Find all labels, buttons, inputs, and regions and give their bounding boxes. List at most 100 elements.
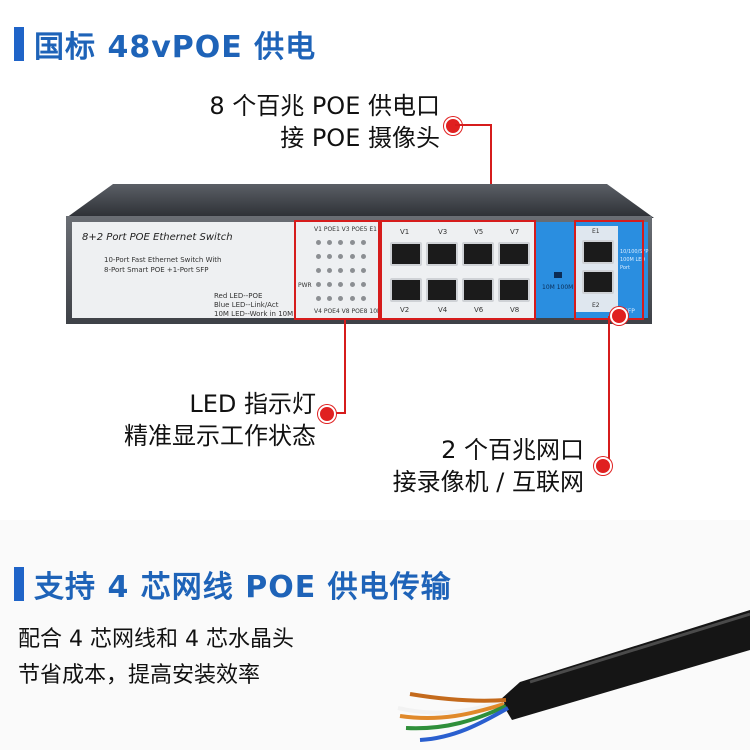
heading-bottom-bar (14, 567, 24, 601)
poe-port-panel: V1 V3 V5 V7 V2 V4 V6 V8 (382, 222, 534, 318)
led-indicator (338, 282, 344, 287)
poe-port (498, 278, 530, 302)
cable-jacket (500, 610, 750, 720)
switch-label-panel: 8+2 Port POE Ethernet Switch 10-Port Fas… (72, 222, 294, 318)
callout-led-line-v (344, 318, 346, 414)
led-indicator (316, 268, 321, 273)
callout-led-line1: LED 指示灯 (189, 390, 316, 418)
callout-uplink-line1: 2 个百兆网口 (441, 436, 584, 464)
led-indicator (338, 240, 344, 245)
led-indicator (349, 296, 355, 301)
cable-jacket-highlight (529, 612, 750, 684)
network-cable-image (397, 610, 750, 742)
led-indicator (327, 296, 333, 301)
callout-ports-line1: 8 个百兆 POE 供电口 (209, 92, 440, 120)
led-indicator (316, 240, 321, 245)
led-indicator (360, 254, 366, 259)
led-indicator (327, 268, 333, 273)
poe-port (390, 278, 422, 302)
led-indicator (349, 282, 355, 287)
led-indicator (338, 268, 344, 273)
callout-uplink-dot (594, 457, 612, 475)
port-label-top-2: V3 (438, 228, 448, 236)
heading-top-bar (14, 27, 24, 61)
led-indicator (327, 240, 333, 245)
pwr-label: PWR (298, 282, 312, 289)
led-indicator (360, 282, 366, 287)
led-panel: V1 POE1 V3 POE5 E1 PWR V4 POE4 V8 POE8 1… (296, 222, 382, 318)
callout-uplink-line-v (608, 316, 610, 466)
port-label-top-1: V1 (400, 228, 410, 236)
poe-port (498, 242, 530, 266)
led-legend3: 10M LED--Work in 10M (214, 310, 294, 318)
port-label-bottom-1: V2 (400, 306, 410, 314)
uplink-highlight-box (574, 220, 644, 320)
led-indicator (349, 240, 355, 245)
poe-port (426, 242, 458, 266)
led-indicator (316, 296, 321, 301)
switch-desc1: 10-Port Fast Ethernet Switch With (104, 256, 222, 264)
led-indicator (360, 240, 366, 245)
uplink-port-dot (610, 307, 628, 325)
poe-port (462, 242, 494, 266)
callout-ports-line-h (455, 124, 492, 126)
led-indicator (327, 254, 333, 259)
switch-title: 8+2 Port POE Ethernet Switch (82, 232, 233, 243)
uplink-port-block: E1 E2 (576, 226, 618, 312)
uplink-port-e2 (582, 270, 614, 294)
led-indicator (360, 268, 366, 273)
poe-port (390, 242, 422, 266)
poe-port-highlight-box (380, 220, 536, 320)
switch-desc2: 8-Port Smart POE +1-Port SFP (104, 266, 209, 274)
led-indicator (349, 268, 355, 273)
led-footer: V4 POE4 V8 POE8 10M (314, 308, 383, 315)
led-indicator (360, 296, 366, 301)
callout-ports: 8 个百兆 POE 供电口 接 POE 摄像头 (130, 90, 440, 154)
poe-port (426, 278, 458, 302)
led-indicator (316, 282, 321, 287)
sfp-note: 10/100/SFP 100M LED Port (620, 249, 649, 271)
callout-led-dot (318, 405, 336, 423)
port-label-bottom-3: V6 (474, 306, 484, 314)
mode-switch (554, 272, 562, 278)
led-indicator (338, 296, 344, 301)
heading-bottom-text: 支持 4 芯网线 POE 供电传输 (34, 570, 452, 605)
callout-uplink: 2 个百兆网口 接录像机 / 互联网 (330, 434, 584, 498)
callout-ports-line2: 接 POE 摄像头 (280, 124, 440, 152)
uplink-panel: 10M 100M E1 E2 10/100/SFP 100M LED Port … (536, 222, 648, 318)
led-indicator (338, 254, 344, 259)
led-header: V1 POE1 V3 POE5 E1 (314, 226, 377, 233)
heading-top: 国标 48vPOE 供电 (14, 22, 316, 66)
heading-top-text: 国标 48vPOE 供电 (34, 30, 317, 65)
callout-led: LED 指示灯 精准显示工作状态 (20, 388, 316, 452)
sfp-label: SFP (624, 308, 635, 315)
uplink-port-e1 (582, 240, 614, 264)
callout-ports-dot (444, 117, 462, 135)
led-indicator (316, 254, 321, 259)
led-legend1: Red LED--POE (214, 292, 263, 300)
poe-port (462, 278, 494, 302)
led-indicator (349, 254, 355, 259)
switch-top (66, 184, 654, 218)
cable-wires (397, 692, 509, 742)
heading-bottom: 支持 4 芯网线 POE 供电传输 (14, 562, 452, 606)
led-legend2: Blue LED--Link/Act (214, 301, 279, 309)
callout-led-line-h (328, 412, 346, 414)
callout-led-line2: 精准显示工作状态 (124, 422, 316, 450)
bottom-text: 配合 4 芯网线和 4 芯水晶头 节省成本，提高安装效率 (18, 622, 294, 694)
port-label-bottom-4: V8 (510, 306, 520, 314)
uplink-label-top: E1 (592, 228, 600, 235)
callout-uplink-line2: 接录像机 / 互联网 (392, 468, 584, 496)
led-highlight-box (294, 220, 380, 320)
port-label-top-4: V7 (510, 228, 520, 236)
led-indicator (327, 282, 333, 287)
bottom-band (0, 520, 750, 750)
led-grid (316, 240, 372, 302)
bottom-text-line1: 配合 4 芯网线和 4 芯水晶头 (18, 627, 294, 652)
bottom-text-line2: 节省成本，提高安装效率 (18, 663, 261, 688)
port-label-top-3: V5 (474, 228, 484, 236)
mode-label: 10M 100M (542, 284, 574, 291)
callout-ports-line-v (490, 124, 492, 230)
port-label-bottom-2: V4 (438, 306, 448, 314)
uplink-label-bottom: E2 (592, 302, 600, 309)
